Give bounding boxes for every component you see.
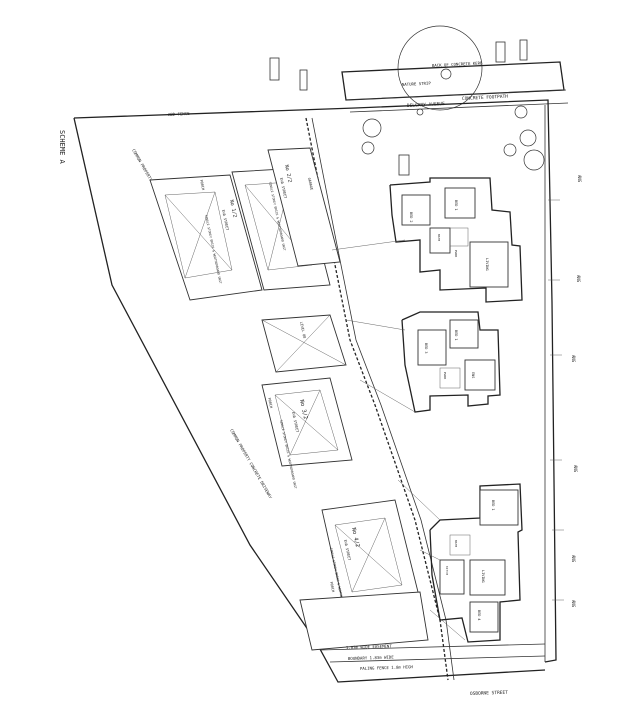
svg-text:PWDR: PWDR	[443, 372, 447, 379]
unit-4-name: No 4/2	[350, 527, 360, 548]
tree-icon	[362, 118, 382, 138]
svg-text:BED 1: BED 1	[454, 200, 458, 211]
svg-text:BATH: BATH	[437, 234, 441, 241]
paling-fence-label: PALING FENCE 1.8m HIGH	[360, 664, 414, 671]
svg-text:ANG: ANG	[571, 555, 576, 563]
svg-text:BED 1: BED 1	[491, 500, 495, 511]
svg-text:ENS: ENS	[471, 372, 475, 378]
svg-text:EVA STREET: EVA STREET	[291, 411, 299, 433]
svg-text:ANG: ANG	[573, 465, 578, 473]
footpath-label: CONCRETE FOOTPATH	[462, 94, 509, 102]
svg-text:KITCH: KITCH	[445, 566, 449, 575]
driveway-label-mid: COMMON PROPERTY CONCRETE DRIVEWAY	[229, 428, 273, 500]
bottom-road-name: OSBORNE STREET	[470, 690, 508, 697]
new-townhouse-3: BED 1 LIVING BED 4 KITCH BATH	[429, 483, 523, 643]
new-townhouse-1: BED 2 BED 1 LIVING BATH PWDR	[389, 177, 523, 303]
nature-strip-label: NATURE STRIP	[402, 80, 432, 87]
svg-text:EVA STREET: EVA STREET	[343, 539, 351, 561]
rear-fence-label: ABD FENCE	[168, 111, 190, 117]
existing-unit-3: No 3/2 EVA STREET SINGLE STOREY BRICK & …	[261, 377, 353, 489]
svg-text:BATH: BATH	[454, 540, 458, 547]
street-frontage: BACK OF CONCRETE KERB NATURE STRIP CONCR…	[269, 25, 569, 113]
new-townhouse-2: BED 3 BED 1 ENS PWDR	[401, 311, 501, 413]
svg-text:BED 4: BED 4	[477, 610, 481, 621]
trees	[361, 105, 545, 171]
bottom-labels: 1.83m WIDE EASEMENT BOUNDARY 1.83m WIDE …	[319, 643, 546, 697]
svg-text:ANG: ANG	[571, 600, 576, 608]
easement-label: 1.83m WIDE EASEMENT	[346, 643, 392, 650]
svg-text:LEVEL 88: LEVEL 88	[299, 321, 306, 338]
svg-text:ANG: ANG	[577, 175, 582, 183]
svg-text:PORCH: PORCH	[267, 397, 273, 408]
street-tree-canopy	[397, 25, 483, 111]
svg-text:BED 2: BED 2	[409, 212, 413, 223]
unit-3-name: No 3/2	[298, 399, 308, 420]
svg-text:ANG: ANG	[576, 275, 581, 283]
svg-text:BED 3: BED 3	[424, 343, 428, 354]
access-paths	[331, 154, 466, 641]
svg-text:PORCH: PORCH	[329, 581, 335, 592]
svg-text:ANG: ANG	[571, 355, 576, 363]
existing-unit-4: No 4/2 EVA STREET SINGLE STOREY BRICK & …	[299, 499, 429, 651]
svg-text:EVA STREET: EVA STREET	[279, 177, 287, 199]
svg-text:EVA STREET: EVA STREET	[221, 209, 229, 231]
site-boundary: ANG ANG ANG ANG ANG ANG ABD FENCE	[73, 99, 582, 683]
kerb-label: BACK OF CONCRETE KERB	[432, 60, 483, 68]
svg-text:PORCH: PORCH	[199, 179, 205, 190]
scheme-label: SCHEME A	[58, 130, 66, 165]
svg-text:GARAGE: GARAGE	[307, 177, 314, 190]
svg-text:LIVING: LIVING	[485, 258, 489, 271]
svg-text:LIVING: LIVING	[481, 570, 485, 583]
garage-block: LEVEL 88	[261, 314, 347, 373]
unit-2-name: No 2/2	[283, 164, 293, 183]
svg-text:BED 1: BED 1	[454, 330, 458, 341]
svg-text:BOUNDARY 1.83m WIDE: BOUNDARY 1.83m WIDE	[348, 654, 394, 661]
svg-text:PWDR: PWDR	[454, 250, 458, 257]
unit-1-name: No 1/2	[228, 199, 238, 218]
